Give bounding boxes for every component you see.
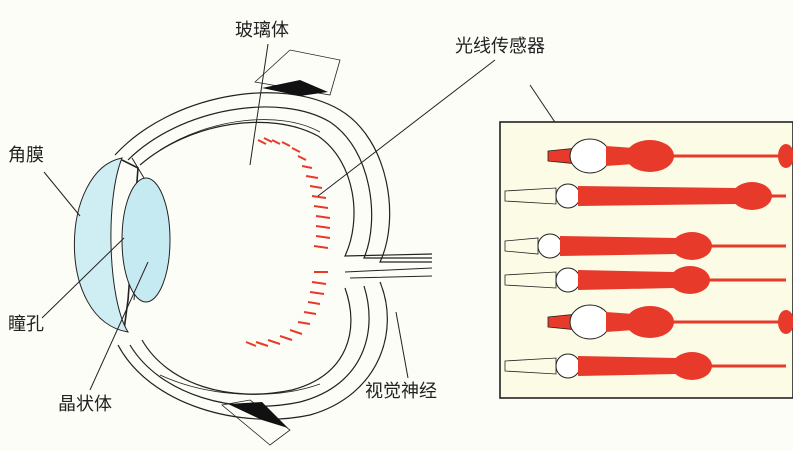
receptor-tip <box>505 238 538 254</box>
label-pupil: 瞳孔 <box>8 316 44 334</box>
optic-nerve-lines <box>345 268 432 278</box>
eye-muscle-top-dark <box>262 80 328 96</box>
cornea-shape <box>74 158 128 332</box>
receptor-synapse <box>626 140 674 172</box>
optic-nerve-leader <box>396 312 408 378</box>
receptor-tip <box>505 188 556 204</box>
inner-layer-2 <box>160 375 320 394</box>
receptor-synapse <box>672 232 712 260</box>
receptor-nucleus <box>570 139 610 173</box>
receptor-synapse <box>626 306 674 338</box>
receptor-inner-segment <box>560 236 676 256</box>
label-cornea: 角膜 <box>8 147 44 165</box>
receptor-nucleus <box>570 305 610 339</box>
receptor-panel <box>500 122 793 398</box>
receptor-synapse <box>670 266 710 294</box>
receptor-synapse <box>672 352 712 380</box>
receptor-inner-segment <box>578 356 676 376</box>
photoreceptor-leader <box>318 60 495 196</box>
receptor-nucleus <box>556 184 580 208</box>
label-vitreous: 玻璃体 <box>235 22 289 40</box>
label-optic-nerve: 视觉神经 <box>365 383 437 401</box>
label-photoreceptor: 光线传感器 <box>455 38 545 56</box>
label-lens: 晶状体 <box>58 396 112 414</box>
receptor-nucleus <box>538 234 562 258</box>
vitreous-leader <box>250 44 268 165</box>
lens-shape <box>122 178 170 302</box>
receptor-synapse <box>732 182 772 210</box>
cornea-leader <box>44 172 80 216</box>
retina-receptors <box>246 138 330 346</box>
leader-lines <box>42 44 575 390</box>
receptor-inner-segment <box>578 270 674 290</box>
receptor-nucleus <box>556 268 580 292</box>
receptor-tip <box>505 358 556 374</box>
receptor-tip <box>505 272 556 288</box>
receptor-inner-segment <box>578 186 736 206</box>
receptor-nucleus <box>556 354 580 378</box>
choroid <box>128 107 432 406</box>
